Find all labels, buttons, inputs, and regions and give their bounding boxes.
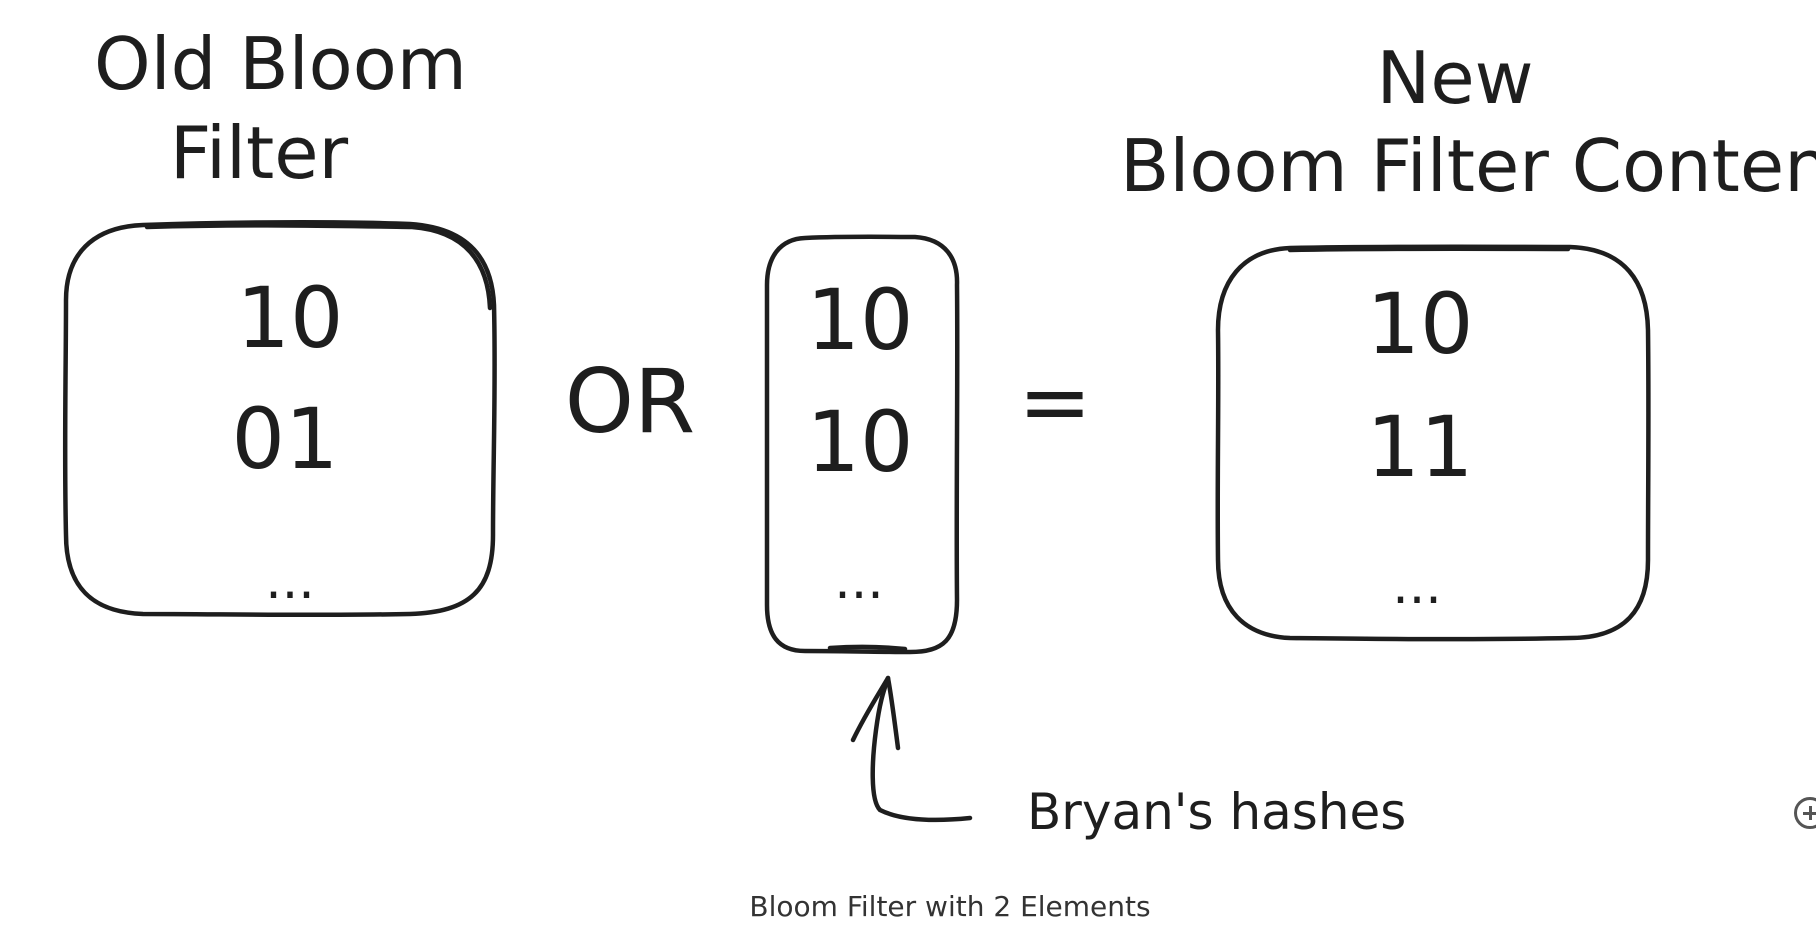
old-filter-box	[62, 220, 497, 618]
annotation-arrow	[850, 675, 973, 823]
or-operator: OR	[564, 350, 696, 453]
hash-box-row-2: 10	[806, 393, 914, 491]
old-filter-row-1: 10	[236, 269, 344, 367]
new-filter-title-line2: Bloom Filter Contents	[1120, 124, 1816, 208]
old-filter-ellipsis: ...	[265, 551, 315, 611]
new-filter-row-1: 10	[1366, 275, 1474, 373]
annotation-label: Bryan's hashes	[1027, 783, 1407, 841]
new-filter-box	[1215, 244, 1651, 642]
hash-box-row-1: 10	[806, 271, 914, 369]
new-filter-ellipsis: ...	[1392, 556, 1442, 616]
old-filter-title-line2: Filter	[169, 111, 349, 195]
hash-box	[764, 234, 960, 655]
figure-caption: Bloom Filter with 2 Elements	[749, 890, 1151, 923]
old-filter-title-line1: Old Bloom	[94, 22, 467, 106]
equals-operator: =	[1018, 350, 1092, 453]
new-filter-title-line1: New	[1376, 36, 1534, 120]
zoom-in-icon[interactable]	[1794, 797, 1816, 829]
new-filter-row-2: 11	[1366, 398, 1474, 496]
hash-box-ellipsis: ...	[834, 551, 884, 611]
old-filter-row-2: 01	[231, 390, 339, 488]
